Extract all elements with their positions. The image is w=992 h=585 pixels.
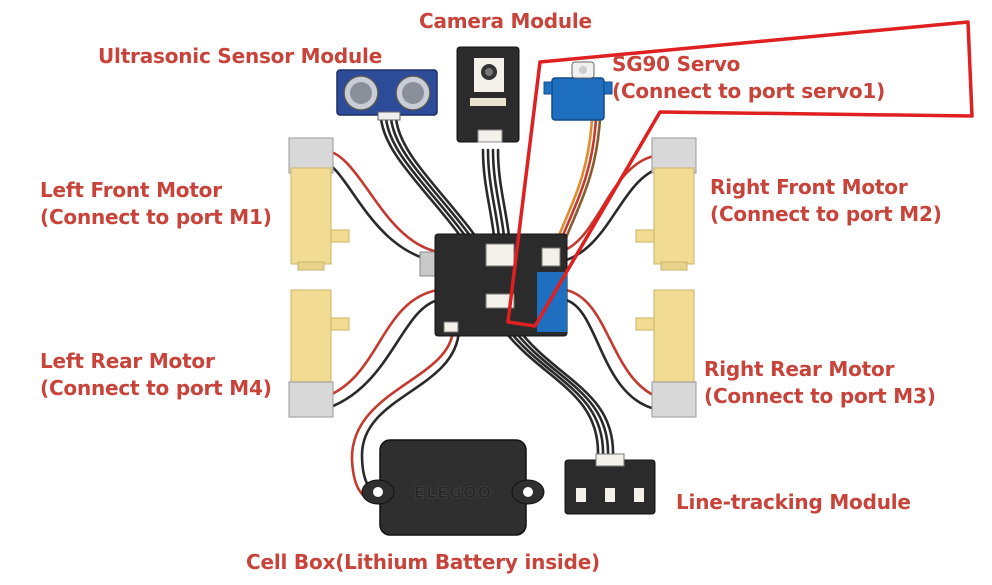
right-rear-motor-label-line1: Right Rear Motor [704, 356, 894, 383]
right-front-motor-label-line2: (Connect to port M2) [710, 201, 942, 228]
left-rear-motor-label-line2: (Connect to port M4) [40, 375, 272, 402]
left-front-motor-label-line1: Left Front Motor [40, 177, 222, 204]
control-board [420, 234, 567, 336]
line-tracking-module-label: Line-tracking Module [676, 489, 911, 516]
right-front-motor-label-line1: Right Front Motor [710, 174, 908, 201]
ultrasonic-sensor [337, 70, 437, 120]
servo-label-line2: (Connect to port servo1) [612, 78, 885, 105]
left-rear-motor-label-line1: Left Rear Motor [40, 348, 215, 375]
left-rear-motor [289, 290, 349, 417]
servo-label-line1: SG90 Servo [612, 51, 740, 78]
camera-module-label: Camera Module [419, 8, 592, 35]
camera-module [457, 47, 519, 142]
battery-brand-text: ELEGOO [414, 483, 492, 502]
line-tracking-wire-bundle [500, 325, 613, 456]
cell-box-label: Cell Box(Lithium Battery inside) [246, 549, 600, 576]
sg90-servo [544, 62, 612, 120]
ultrasonic-sensor-label: Ultrasonic Sensor Module [98, 43, 382, 70]
left-rear-motor-wires [322, 290, 438, 410]
right-rear-motor-label-line2: (Connect to port M3) [704, 383, 936, 410]
battery-box: ELEGOO [362, 440, 544, 535]
left-front-motor-label-line2: (Connect to port M1) [40, 204, 272, 231]
line-tracking-module [565, 454, 655, 514]
right-rear-motor [636, 290, 696, 417]
